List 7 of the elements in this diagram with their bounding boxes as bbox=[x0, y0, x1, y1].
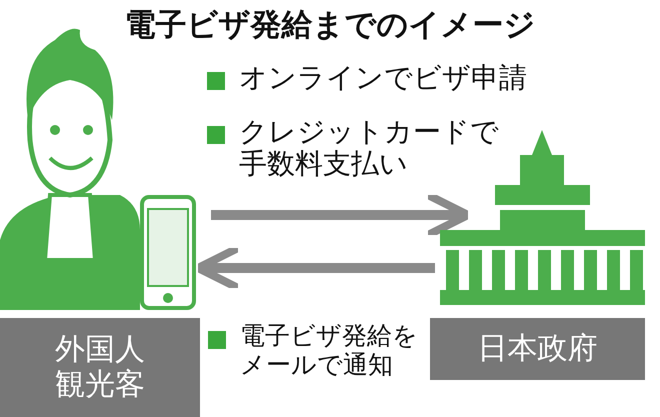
bullet-text: オンラインでビザ申請 bbox=[205, 62, 639, 94]
bullet-text: 電子ビザ発給をメールで通知 bbox=[206, 322, 422, 380]
label-box: 日本政府 bbox=[430, 318, 645, 380]
bullet-text: クレジットカードで手数料支払い bbox=[205, 116, 505, 180]
label-box: 外国人観光客 bbox=[0, 318, 200, 417]
smartphone-drawing bbox=[140, 195, 196, 310]
title: 電子ビザ発給までのイメージ bbox=[124, 6, 536, 45]
